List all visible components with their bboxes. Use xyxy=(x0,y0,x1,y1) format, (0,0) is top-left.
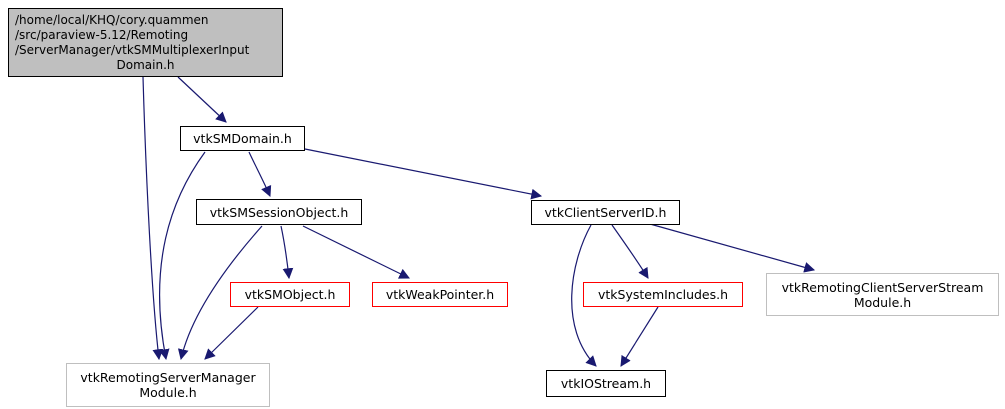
edge-smdomain-to-smsessionobject xyxy=(248,151,272,197)
edge-smsessionobject-to-remotingservermanagermodule xyxy=(177,225,263,361)
node-vtkclientserverid[interactable]: vtkClientServerID.h xyxy=(531,200,680,225)
edge-smobject-to-remotingservermanagermodule xyxy=(204,306,259,360)
node-label: vtkSMDomain.h xyxy=(193,131,292,146)
node-label-line: vtkRemotingServerManager xyxy=(80,370,256,385)
node-label-line: vtkRemotingClientServerStream xyxy=(781,279,984,295)
edge-smdomain-to-clientserverid xyxy=(304,148,543,200)
edge-main-to-smdomain xyxy=(177,76,227,123)
node-vtkremotingclientserverstreammodule: vtkRemotingClientServerStream Module.h xyxy=(766,273,999,316)
node-label: vtkWeakPointer.h xyxy=(385,287,495,302)
edge-smdomain-to-remotingservermanagermodule xyxy=(158,151,206,361)
node-vtkweakpointer[interactable]: vtkWeakPointer.h xyxy=(372,282,508,307)
edge-clientserverid-to-iostream xyxy=(571,224,597,367)
node-label-line: Module.h xyxy=(853,294,912,310)
node-vtksmdomain[interactable]: vtkSMDomain.h xyxy=(180,126,305,151)
node-vtksmobject[interactable]: vtkSMObject.h xyxy=(230,282,350,307)
node-label: vtkClientServerID.h xyxy=(544,205,667,220)
main-file-line: /ServerManager/vtkSMMultiplexerInput xyxy=(15,42,250,57)
node-vtksmsessionobject[interactable]: vtkSMSessionObject.h xyxy=(196,199,362,225)
node-label: vtkSystemIncludes.h xyxy=(597,287,729,302)
main-file-line: /src/paraview-5.12/Remoting xyxy=(15,27,189,42)
node-label: vtkSMObject.h xyxy=(244,287,336,302)
edge-clientserverid-to-remotingclientserverstreammodule xyxy=(649,223,816,273)
edge-smsessionobject-to-smobject xyxy=(280,225,294,280)
node-label-line: Module.h xyxy=(139,385,197,400)
main-file-line: /home/local/KHQ/cory.quammen xyxy=(15,12,209,27)
node-main-file: /home/local/KHQ/cory.quammen /src/paravi… xyxy=(8,8,283,77)
node-vtkremotingservermanagermodule: vtkRemotingServerManager Module.h xyxy=(66,363,270,407)
main-file-line: Domain.h xyxy=(116,57,175,72)
node-label: vtkSMSessionObject.h xyxy=(209,204,349,220)
node-vtksystemincludes[interactable]: vtkSystemIncludes.h xyxy=(583,282,743,307)
edge-clientserverid-to-systemincludes xyxy=(611,224,649,279)
node-label: vtkIOStream.h xyxy=(560,376,652,391)
node-vtkiostream[interactable]: vtkIOStream.h xyxy=(546,370,666,397)
edge-main-to-remotingservermanagermodule xyxy=(142,76,164,361)
edge-smsessionobject-to-weakpointer xyxy=(302,225,410,279)
edge-systemincludes-to-iostream xyxy=(620,306,659,367)
